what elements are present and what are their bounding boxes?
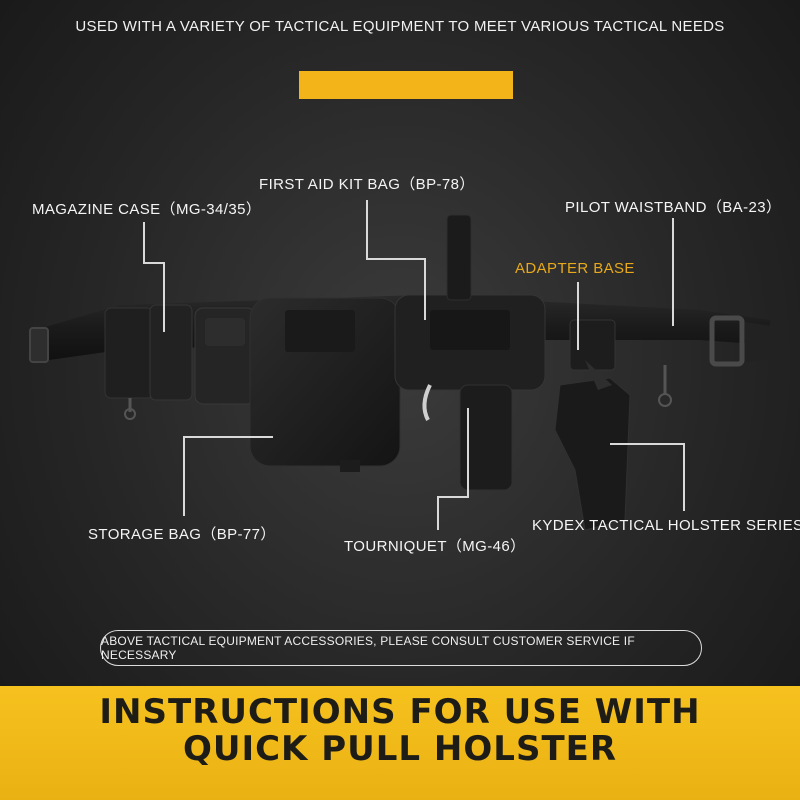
callout-line-pilot xyxy=(672,218,674,326)
label-kydex-holster: KYDEX TACTICAL HOLSTER SERIES xyxy=(532,517,800,534)
callout-line-magazine xyxy=(143,222,145,264)
label-first-aid-kit-bag: FIRST AID KIT BAG（BP-78） xyxy=(259,176,475,193)
label-adapter-base: ADAPTER BASE xyxy=(515,260,635,277)
callout-line-tourniquet xyxy=(467,408,469,498)
notice-text: ABOVE TACTICAL EQUIPMENT ACCESSORIES, PL… xyxy=(101,634,635,662)
label-magazine-case: MAGAZINE CASE（MG-34/35） xyxy=(32,201,262,218)
notice-pill: ABOVE TACTICAL EQUIPMENT ACCESSORIES, PL… xyxy=(100,630,702,666)
footer-title: INSTRUCTIONS FOR USE WITH QUICK PULL HOL… xyxy=(0,694,800,768)
callout-line-first-aid xyxy=(366,258,426,260)
callout-line-storage xyxy=(183,436,185,516)
callout-line-adapter xyxy=(577,282,579,350)
callout-line-magazine xyxy=(163,262,165,332)
callout-line-storage xyxy=(183,436,273,438)
footer-title-line1: INSTRUCTIONS FOR USE WITH xyxy=(99,692,701,732)
label-pilot-waistband: PILOT WAISTBAND（BA-23） xyxy=(565,199,782,216)
label-storage-bag: STORAGE BAG（BP-77） xyxy=(88,526,276,543)
callout-line-kydex xyxy=(683,443,685,511)
callout-line-magazine xyxy=(143,262,165,264)
callout-line-tourniquet xyxy=(437,496,469,498)
callout-line-tourniquet xyxy=(437,496,439,530)
callout-line-kydex xyxy=(610,443,685,445)
label-tourniquet: TOURNIQUET（MG-46） xyxy=(344,538,526,555)
callout-line-first-aid xyxy=(424,258,426,320)
accent-bar xyxy=(299,71,513,99)
footer-banner: INSTRUCTIONS FOR USE WITH QUICK PULL HOL… xyxy=(0,686,800,800)
callout-line-first-aid xyxy=(366,200,368,260)
header-text: USED WITH A VARIETY OF TACTICAL EQUIPMEN… xyxy=(75,18,725,35)
footer-title-line2: QUICK PULL HOLSTER xyxy=(182,729,618,769)
